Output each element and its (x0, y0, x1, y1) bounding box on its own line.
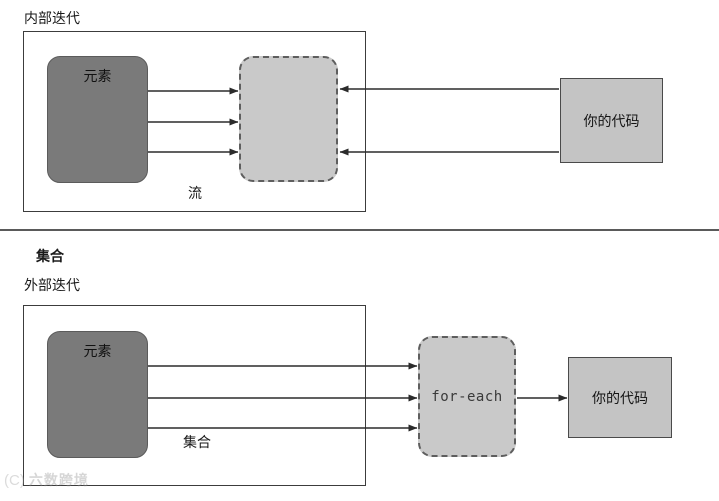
top-elements-box: 元素 (47, 56, 148, 183)
foreach-box: for-each (418, 336, 516, 457)
bottom-elements-box: 元素 (47, 331, 148, 458)
top-code-to-stream-arrows (339, 85, 559, 156)
top-code-box: 你的代码 (560, 78, 663, 163)
watermark-text: 六数跨境 (28, 472, 89, 488)
top-panel-caption: 内部迭代 (24, 10, 80, 26)
bottom-elements-label: 元素 (83, 343, 112, 359)
bottom-code-box: 你的代码 (568, 357, 672, 438)
panel-divider (0, 229, 719, 231)
top-elements-label: 元素 (83, 68, 112, 84)
top-stream-box (239, 56, 338, 182)
watermark-logo-icon: (C) (4, 471, 25, 489)
top-container-label: 流 (188, 185, 202, 201)
bottom-panel-caption-bold: 集合 (36, 248, 64, 264)
foreach-box-label: for-each (431, 388, 503, 405)
bottom-container-label: 集合 (183, 434, 211, 450)
watermark: (C) 六数跨境 (4, 470, 89, 490)
bottom-panel-caption: 外部迭代 (24, 277, 80, 293)
